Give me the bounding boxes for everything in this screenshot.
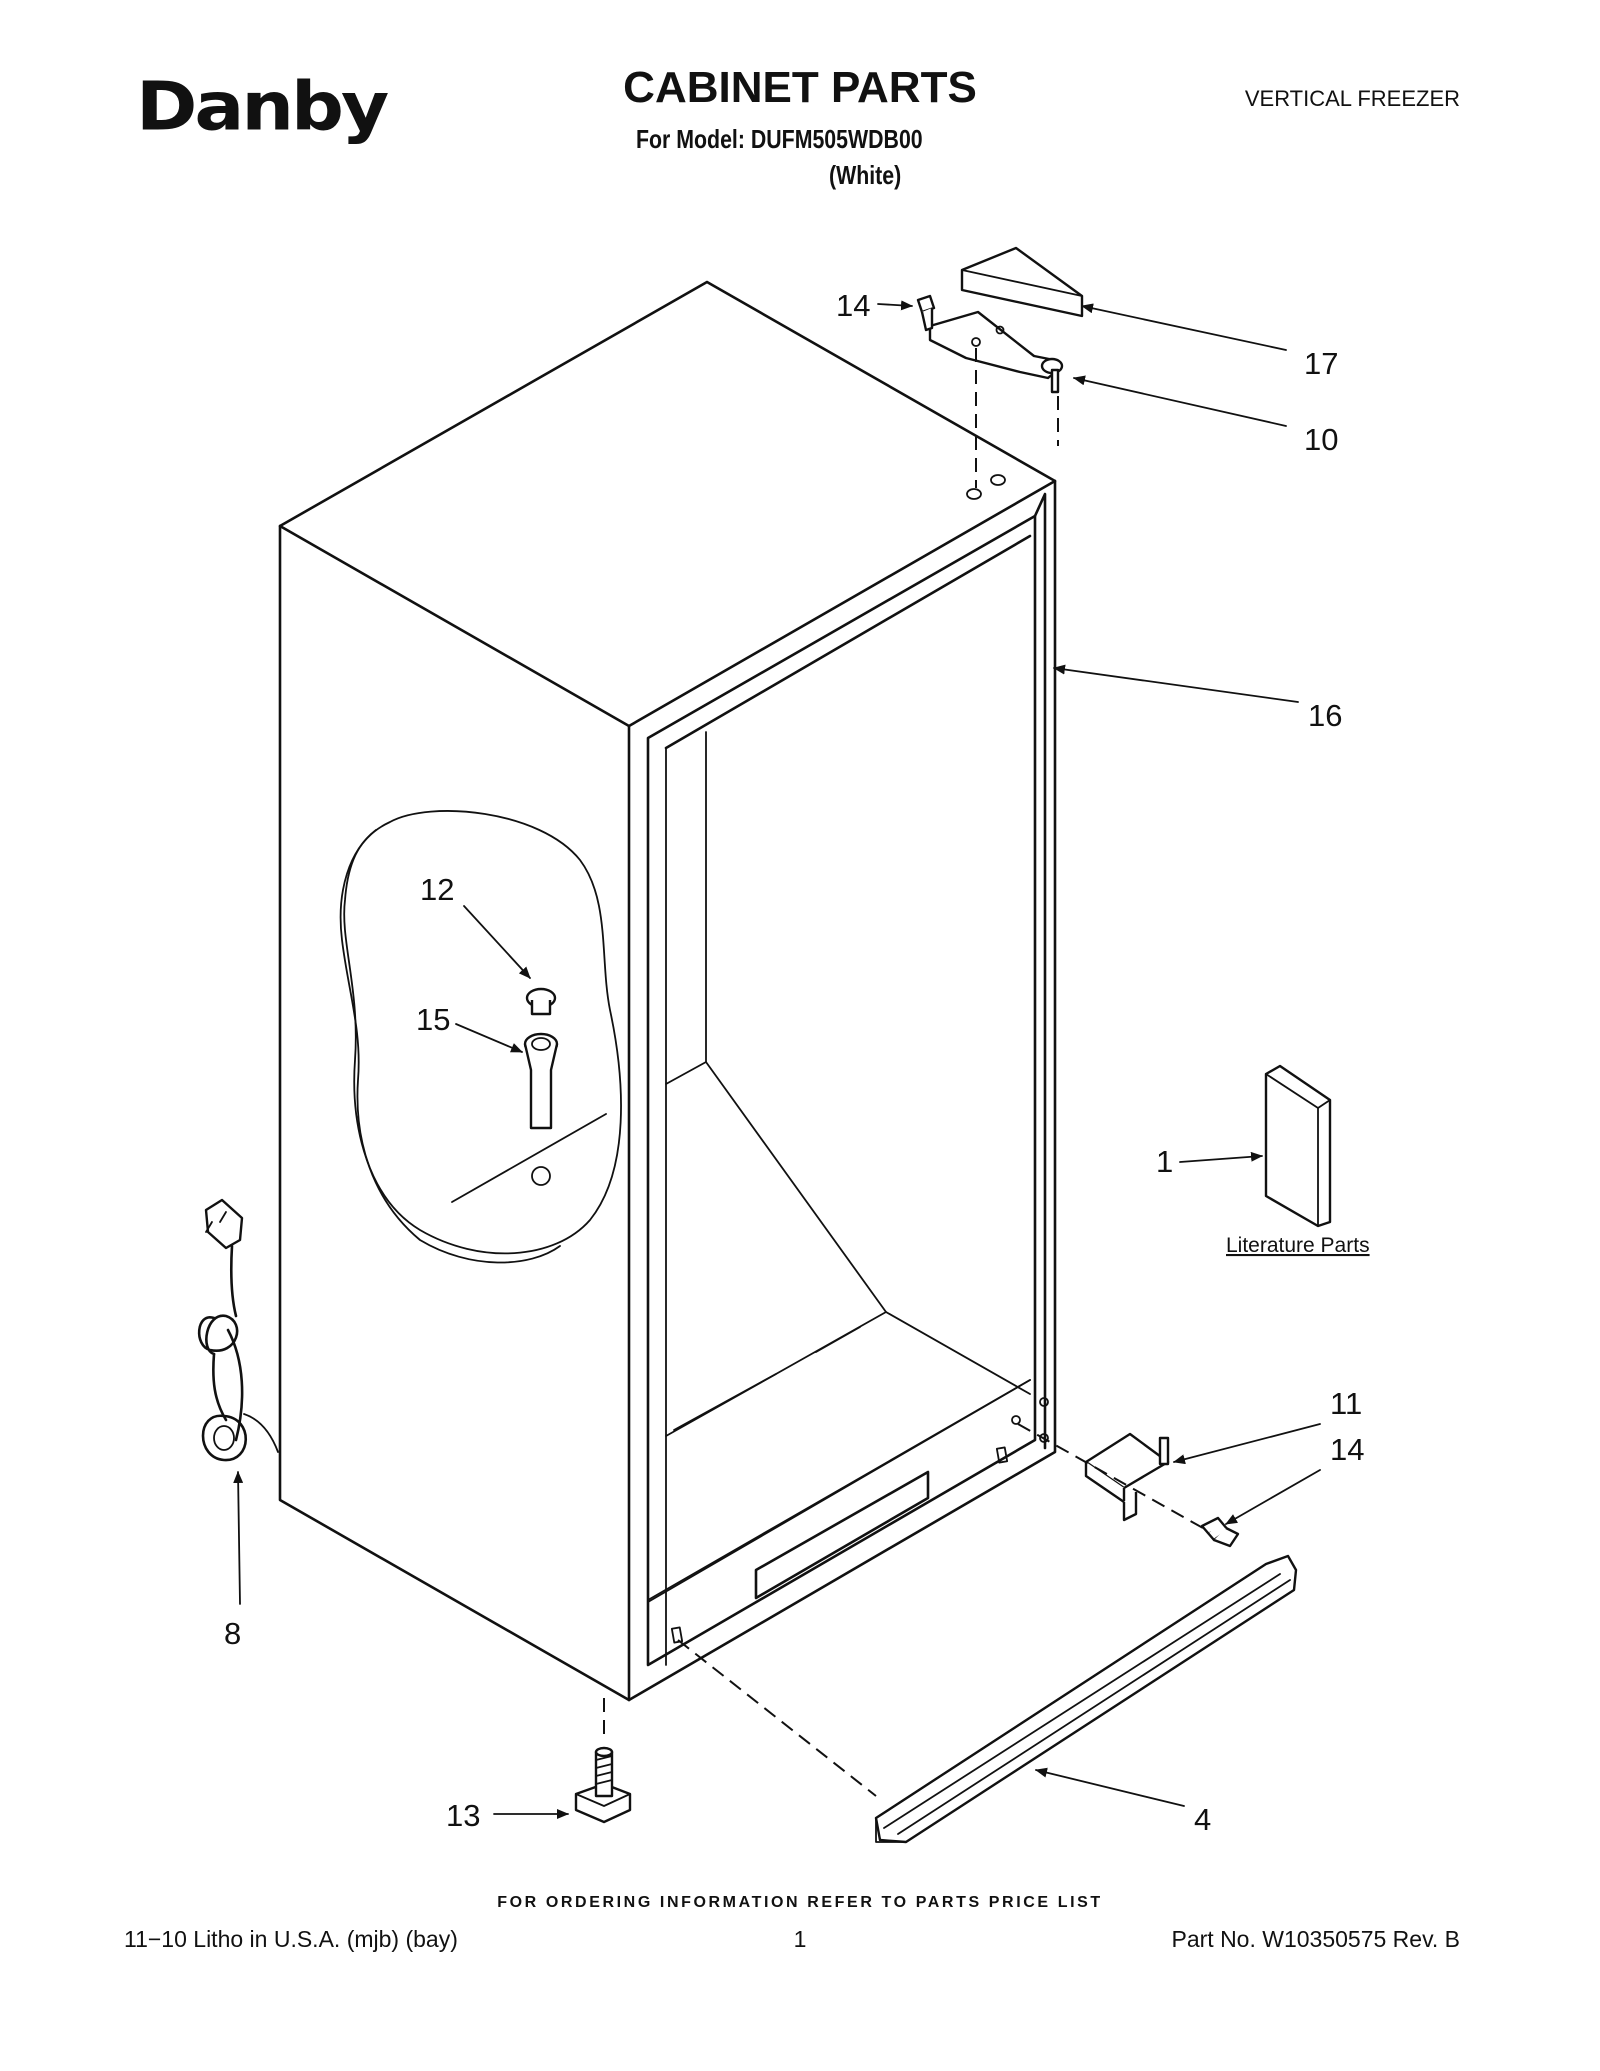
page-number: 1 bbox=[793, 1926, 807, 1952]
drain-plug bbox=[525, 987, 557, 1016]
top-hinge bbox=[928, 310, 1064, 394]
callout-14-top: 14 bbox=[836, 288, 870, 323]
literature-booklet bbox=[1264, 1064, 1332, 1228]
bottom-hinge-guide bbox=[1017, 1423, 1211, 1533]
callout-14-bottom: 14 bbox=[1330, 1432, 1364, 1467]
model-color: (White) bbox=[829, 160, 902, 190]
callout-15: 15 bbox=[416, 1002, 450, 1037]
leveling-leg bbox=[574, 1746, 632, 1824]
hinge-screw-bottom bbox=[1200, 1516, 1240, 1548]
brand-logo: Danby bbox=[136, 68, 389, 146]
model-number: For Model: DUFM505WDB00 bbox=[636, 124, 923, 154]
drain-tube bbox=[523, 1032, 559, 1130]
base-grille bbox=[874, 1554, 1298, 1844]
drain-hole bbox=[531, 1166, 551, 1186]
appliance-category: VERTICAL FREEZER bbox=[1244, 86, 1460, 111]
leader-lines bbox=[233, 300, 1321, 1819]
grille-guide bbox=[677, 1639, 877, 1797]
callout-17: 17 bbox=[1304, 346, 1338, 381]
callout-4: 4 bbox=[1194, 1802, 1211, 1837]
callout-13: 13 bbox=[446, 1798, 480, 1833]
power-cord bbox=[197, 1198, 279, 1462]
hinge-screw-top bbox=[916, 294, 936, 332]
callout-12: 12 bbox=[420, 872, 454, 907]
ordering-note: FOR ORDERING INFORMATION REFER TO PARTS … bbox=[497, 1894, 1103, 1911]
literature-parts-label: Literature Parts bbox=[1226, 1234, 1370, 1257]
callout-11: 11 bbox=[1330, 1386, 1362, 1421]
callout-16: 16 bbox=[1308, 698, 1342, 733]
callout-8: 8 bbox=[224, 1616, 241, 1651]
litho-info: 11−10 Litho in U.S.A. (mjb) (bay) bbox=[124, 1926, 458, 1952]
top-hinge-cover bbox=[960, 246, 1084, 318]
callout-1: 1 bbox=[1156, 1144, 1173, 1179]
callout-10: 10 bbox=[1304, 422, 1338, 457]
bottom-hinge bbox=[1084, 1432, 1170, 1522]
part-number: Part No. W10350575 Rev. B bbox=[1171, 1926, 1461, 1952]
page-title: CABINET PARTS bbox=[623, 63, 977, 112]
cabinet-body bbox=[278, 280, 1057, 1702]
